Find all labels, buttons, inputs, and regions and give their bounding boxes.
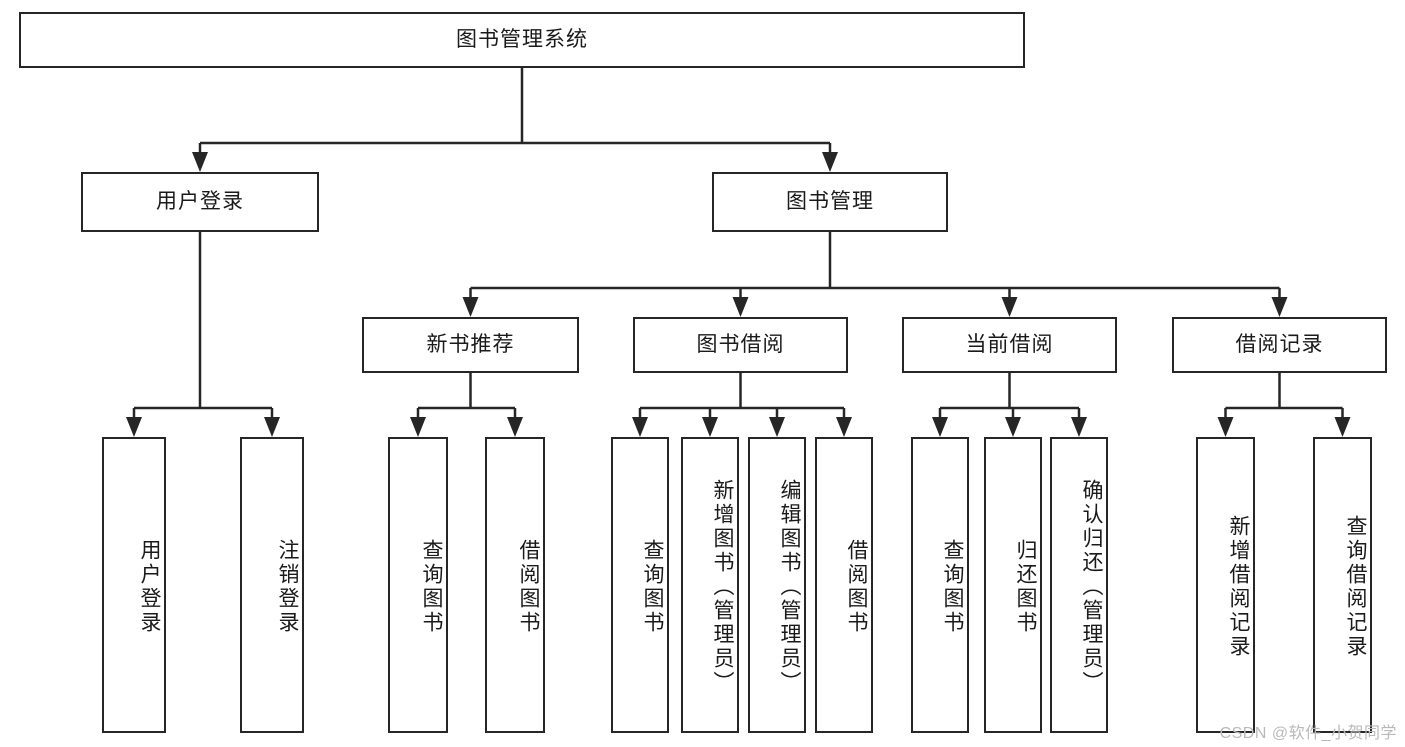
leaf-query-book-1[interactable]: 查询图书 [388, 437, 448, 733]
node-user-login-label: 用户登录 [156, 190, 244, 214]
leaf-borrow-book-2[interactable]: 借阅图书 [815, 437, 873, 733]
node-book-borrow[interactable]: 图书借阅 [633, 317, 848, 373]
leaf-query-record[interactable]: 查询借阅记录 [1313, 437, 1372, 733]
node-borrow-record-label: 借阅记录 [1235, 333, 1324, 357]
leaf-add-record-label: 新增借阅记录 [1227, 515, 1250, 659]
leaf-confirm-return[interactable]: 确认归还（管理员） [1050, 437, 1108, 733]
node-root-label: 图书管理系统 [456, 28, 588, 52]
leaf-borrow-book-1[interactable]: 借阅图书 [485, 437, 545, 733]
leaf-confirm-return-label: 确认归还（管理员） [1080, 479, 1103, 695]
leaf-query-book-1-label: 查询图书 [420, 539, 443, 635]
leaf-logout-label: 注销登录 [276, 539, 299, 635]
node-book-manage-label: 图书管理 [786, 190, 874, 214]
node-new-book-recommendation-label: 新书推荐 [426, 333, 515, 357]
leaf-edit-book-label: 编辑图书（管理员） [778, 479, 801, 695]
leaf-query-book-3-label: 查询图书 [941, 539, 964, 635]
leaf-query-book-2[interactable]: 查询图书 [611, 437, 669, 733]
leaf-borrow-book-2-label: 借阅图书 [845, 539, 868, 635]
node-current-borrow-label: 当前借阅 [965, 333, 1054, 357]
leaf-borrow-book-1-label: 借阅图书 [517, 539, 540, 635]
node-book-borrow-label: 图书借阅 [696, 333, 785, 357]
node-new-book-recommendation[interactable]: 新书推荐 [362, 317, 579, 373]
watermark: CSDN @软件_小贺同学 [1219, 725, 1397, 742]
node-root[interactable]: 图书管理系统 [19, 12, 1025, 68]
leaf-query-record-label: 查询借阅记录 [1344, 515, 1367, 659]
leaf-return-book-label: 归还图书 [1014, 539, 1037, 635]
leaf-edit-book[interactable]: 编辑图书（管理员） [748, 437, 806, 733]
node-current-borrow[interactable]: 当前借阅 [902, 317, 1117, 373]
leaf-add-record[interactable]: 新增借阅记录 [1196, 437, 1255, 733]
node-user-login[interactable]: 用户登录 [81, 172, 319, 232]
leaf-query-book-3[interactable]: 查询图书 [911, 437, 969, 733]
leaf-user-login[interactable]: 用户登录 [102, 437, 166, 733]
node-book-manage[interactable]: 图书管理 [712, 172, 948, 232]
node-borrow-record[interactable]: 借阅记录 [1172, 317, 1387, 373]
leaf-return-book[interactable]: 归还图书 [984, 437, 1042, 733]
leaf-add-book[interactable]: 新增图书（管理员） [681, 437, 739, 733]
leaf-add-book-label: 新增图书（管理员） [711, 479, 734, 695]
leaf-query-book-2-label: 查询图书 [641, 539, 664, 635]
leaf-logout[interactable]: 注销登录 [240, 437, 304, 733]
leaf-user-login-label: 用户登录 [138, 539, 161, 635]
